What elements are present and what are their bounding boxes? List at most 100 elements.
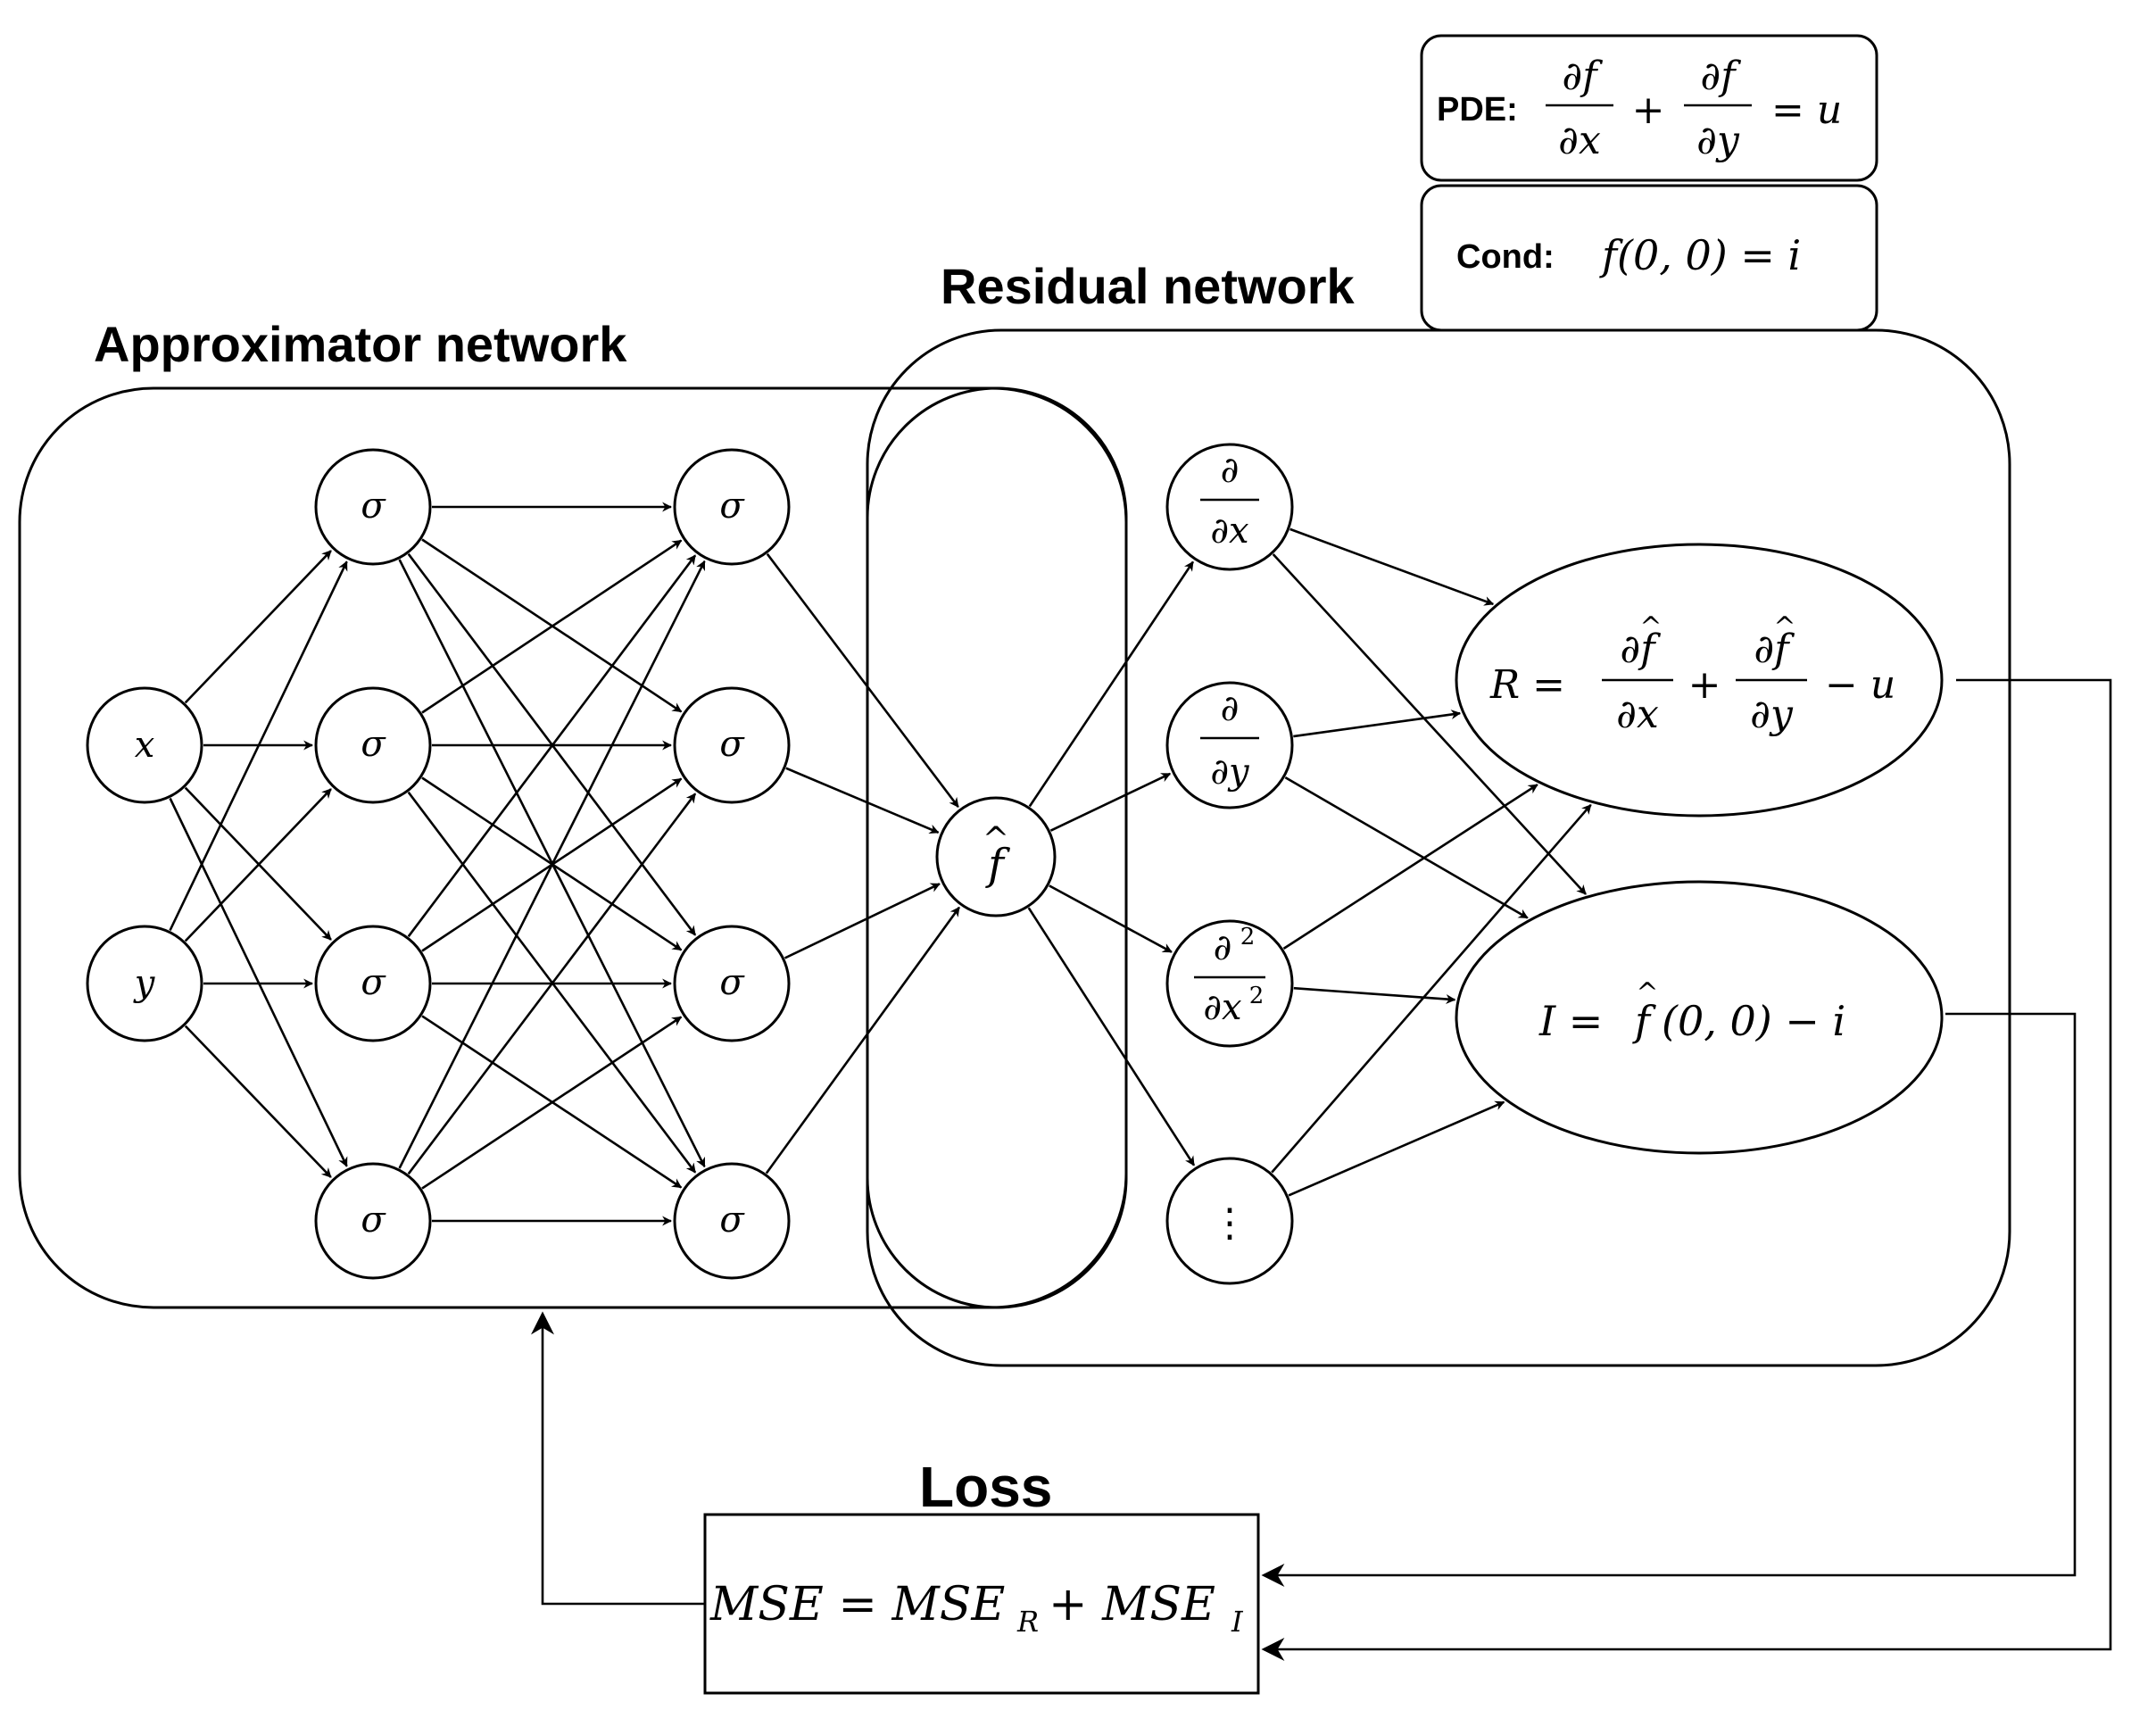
pde-plus: + (1632, 87, 1665, 133)
sigma-label: σ (361, 486, 386, 527)
output-edge (766, 552, 959, 808)
input-node-y: y (86, 925, 203, 1042)
condition-edge (1284, 776, 1529, 919)
condition-edge (1288, 1100, 1505, 1197)
loss-title: Loss (919, 1455, 1052, 1519)
residual-edge (1293, 710, 1462, 738)
hidden-node: σ (314, 925, 432, 1042)
loss-equation: MSE = MSE R + MSE I (709, 1578, 1244, 1639)
cond-box (1420, 184, 1878, 332)
pde-equation: PDE: ∂f ∂x + ∂f ∂y = u (1437, 54, 1842, 163)
hidden-layer-1: σ σ σ σ (314, 448, 432, 1280)
hidden-node: σ (673, 448, 791, 566)
partial-symbol: ∂ (1221, 688, 1240, 729)
hidden-node: σ (314, 1162, 432, 1280)
d2-numerator-sup: 2 (1240, 924, 1256, 950)
residual-plus: + (1688, 662, 1721, 708)
dy-denominator: ∂y (1210, 751, 1250, 793)
sigma-label: σ (719, 486, 745, 527)
pde-den-1: ∂x (1558, 118, 1601, 163)
residual-num-2: ∂f (1754, 627, 1795, 672)
pde-label: PDE: (1437, 91, 1518, 129)
condition-ellipse: I = f ^ (0, 0) − i (1455, 880, 1944, 1155)
ellipsis-label: ⋮ (1210, 1200, 1249, 1246)
output-node-fhat: f ^ (935, 796, 1057, 917)
network-edges (169, 502, 1592, 1226)
residual-ellipse: R = ∂f ^ ∂x + ∂f ^ ∂y − u (1455, 543, 1944, 818)
derivative-node-more: ⋮ (1165, 1157, 1294, 1285)
d2-denominator-sup: 2 (1249, 983, 1265, 1009)
residual-hat-1: ^ (1639, 611, 1662, 643)
derivative-node-dy: ∂ ∂y (1165, 681, 1294, 809)
fhat-hat: ^ (983, 821, 1009, 858)
residual-num-1: ∂f (1620, 627, 1661, 672)
hidden-edge (407, 554, 697, 938)
sigma-label: σ (719, 724, 745, 765)
condition-to-loss-line (1261, 1012, 2077, 1587)
approximator-title: Approximator network (94, 316, 627, 372)
hidden-node: σ (673, 925, 791, 1042)
sigma-label: σ (719, 1199, 745, 1241)
loss-expr-main: MSE = MSE (709, 1578, 1005, 1631)
output-edge (785, 767, 940, 834)
input-edge (169, 560, 348, 932)
sigma-label: σ (361, 962, 386, 1003)
hidden-edge (421, 1016, 683, 1190)
output-edge (765, 906, 960, 1175)
residual-edge (1289, 527, 1495, 606)
input-node-x: x (86, 686, 203, 804)
derivative-node-dx: ∂ ∂x (1165, 443, 1294, 571)
d2-denominator: ∂x (1203, 987, 1241, 1028)
cond-label: Cond: (1456, 238, 1555, 276)
hidden-node: σ (673, 686, 791, 804)
sigma-label: σ (361, 1199, 386, 1241)
derivative-edge (1027, 907, 1196, 1166)
hidden-node: σ (314, 686, 432, 804)
loss-to-approximator-line (531, 1311, 705, 1606)
pde-den-2: ∂y (1696, 118, 1740, 163)
condition-hat: ^ (1636, 977, 1658, 1009)
pde-rhs: = u (1771, 87, 1842, 133)
input-y-label: y (133, 963, 156, 1004)
d2-numerator: ∂ (1214, 927, 1232, 968)
residual-edge (1282, 784, 1538, 950)
output-edge (784, 883, 941, 959)
sigma-label: σ (361, 724, 386, 765)
loss-expr-plus: + MSE (1049, 1578, 1215, 1631)
loss-sub-i: I (1231, 1605, 1244, 1639)
residual-tail: − u (1825, 662, 1895, 708)
hidden-edge (398, 560, 706, 1169)
pde-box (1420, 34, 1878, 182)
condition-lhs: I = (1538, 997, 1603, 1045)
derivative-edge (1028, 560, 1194, 808)
derivative-edge (1049, 772, 1172, 832)
condition-rest: (0, 0) − i (1662, 997, 1845, 1045)
residual-edge (1271, 803, 1592, 1174)
pde-num-1: ∂f (1562, 54, 1603, 99)
input-edge (184, 1025, 332, 1178)
hidden-node: σ (314, 448, 432, 566)
residual-hat-2: ^ (1773, 611, 1795, 643)
residual-den-1: ∂x (1616, 692, 1659, 737)
input-x-label: x (135, 725, 155, 766)
residual-den-2: ∂y (1750, 692, 1794, 737)
derivative-edge (1049, 884, 1173, 953)
derivative-node-d2x: ∂ 2 ∂x 2 (1165, 919, 1294, 1048)
input-edge (169, 797, 348, 1167)
cond-equation: Cond: f(0, 0) = i (1456, 231, 1801, 279)
input-edge (184, 550, 332, 704)
dx-denominator: ∂x (1210, 511, 1248, 552)
condition-edge (1293, 986, 1456, 1004)
hidden-edge (407, 793, 697, 1175)
residual-lhs: R = (1489, 662, 1565, 708)
input-edge (184, 788, 332, 942)
pde-num-2: ∂f (1700, 54, 1741, 99)
sigma-label: σ (719, 962, 745, 1003)
hidden-edge (421, 539, 683, 714)
cond-expr: f(0, 0) = i (1599, 231, 1801, 279)
condition-edge (1272, 553, 1587, 895)
hidden-layer-2: σ σ σ σ (673, 448, 791, 1280)
residual-title: Residual network (941, 258, 1356, 314)
loss-sub-r: R (1016, 1605, 1039, 1639)
